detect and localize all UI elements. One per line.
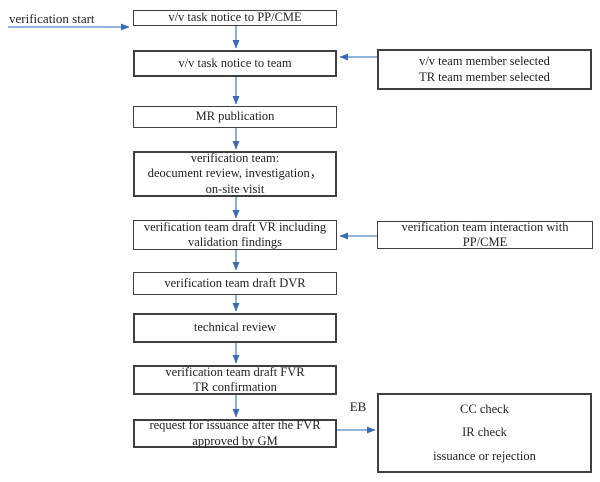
box-text: technical review [193, 320, 277, 335]
box-text: verification team draft FVR [165, 364, 305, 379]
box-draft-vr: verification team draft VR including val… [133, 220, 337, 250]
box-text: validation findings [187, 235, 283, 249]
box-team-members-selected: v/v team member selected TR team member … [377, 49, 592, 90]
box-text: v/v task notice to PP/CME [168, 10, 302, 25]
box-text: on-site visit [205, 181, 265, 196]
box-task-notice-team: v/v task notice to team [133, 50, 337, 77]
start-label: verification start [9, 11, 95, 26]
box-verification-team-activities: verification team: deocument review, inv… [133, 151, 337, 197]
box-text: approved by GM [192, 433, 278, 448]
box-team-interaction-pp-cme: verification team interaction with PP/CM… [377, 219, 593, 250]
eb-label: EB [349, 399, 367, 414]
box-eb-checks-issuance: CC check IR check issuance or rejection [377, 393, 592, 473]
box-text: MR publication [195, 109, 275, 124]
box-text: verification team draft DVR [164, 275, 306, 290]
box-text: issuance or rejection [433, 448, 536, 463]
box-text: verification team: [190, 150, 280, 165]
box-text: deocument review, investigation， [147, 166, 323, 181]
box-draft-dvr: verification team draft DVR [133, 272, 337, 295]
box-text: CC check [460, 401, 509, 416]
box-text: TR confirmation [193, 380, 277, 394]
box-text: TR team member selected [419, 69, 550, 84]
box-text: IR check [462, 425, 507, 440]
box-text: request for issuance after the FVR [149, 418, 321, 432]
box-text: verification team interaction with PP/CM… [401, 219, 569, 250]
box-text: verification team draft VR including [143, 219, 327, 234]
box-draft-fvr-tr-confirmation: verification team draft FVR TR confirmat… [133, 365, 337, 395]
box-text: v/v task notice to team [178, 55, 292, 70]
box-task-notice-pp-cme: v/v task notice to PP/CME [133, 10, 337, 26]
box-request-issuance-gm: request for issuance after the FVR appro… [133, 418, 337, 448]
box-technical-review: technical review [133, 313, 337, 343]
box-text: v/v team member selected [419, 54, 550, 68]
box-mr-publication: MR publication [133, 106, 337, 128]
